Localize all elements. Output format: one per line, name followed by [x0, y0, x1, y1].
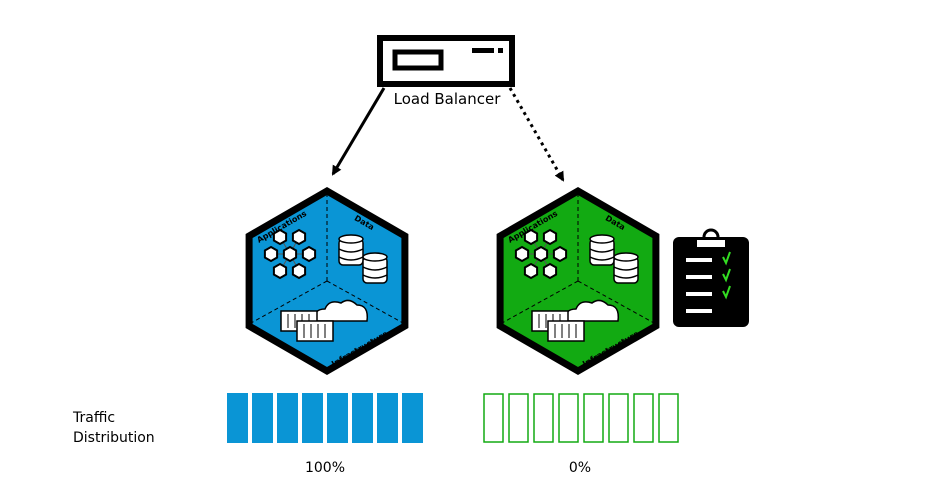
traffic-segment [583, 393, 604, 443]
section-divider [250, 280, 328, 324]
traffic-segment [483, 393, 504, 443]
traffic-segment [252, 393, 273, 443]
blue-traffic-percent: 100% [305, 460, 345, 476]
traffic-label-line2: Distribution [73, 430, 155, 446]
check-icon [722, 251, 731, 266]
traffic-segment [508, 393, 529, 443]
section-divider [501, 280, 579, 324]
traffic-segment [227, 393, 248, 443]
checklist-clipboard-icon [673, 228, 749, 327]
checklist-line [686, 309, 712, 313]
applications-icon [263, 228, 317, 280]
data-icon [589, 234, 639, 284]
traffic-segment [352, 393, 373, 443]
checklist-line [686, 292, 712, 296]
infrastructure-icon [531, 299, 620, 342]
green-traffic-bars [483, 393, 679, 443]
checklist-line [686, 258, 712, 262]
data-icon [338, 234, 388, 284]
traffic-segment [402, 393, 423, 443]
traffic-segment [558, 393, 579, 443]
traffic-segment [277, 393, 298, 443]
traffic-segment [633, 393, 654, 443]
check-icon [722, 268, 731, 283]
traffic-segment [608, 393, 629, 443]
load-balancer-label: Load Balancer [394, 90, 502, 108]
traffic-segment [377, 393, 398, 443]
applications-icon [514, 228, 568, 280]
green-traffic-percent: 0% [569, 460, 591, 476]
check-icon [722, 285, 731, 300]
traffic-segment [302, 393, 323, 443]
active-route-arrow [331, 87, 386, 176]
traffic-label-line1: Traffic [72, 410, 115, 426]
traffic-segment [658, 393, 679, 443]
infrastructure-icon [280, 299, 369, 342]
standby-route-arrow [508, 87, 565, 182]
traffic-segment [533, 393, 554, 443]
checklist-line [686, 275, 712, 279]
blue-traffic-bars [227, 393, 423, 443]
load-balancer-icon [377, 35, 515, 87]
section-divider [326, 280, 404, 324]
traffic-segment [327, 393, 348, 443]
section-divider [577, 280, 655, 324]
